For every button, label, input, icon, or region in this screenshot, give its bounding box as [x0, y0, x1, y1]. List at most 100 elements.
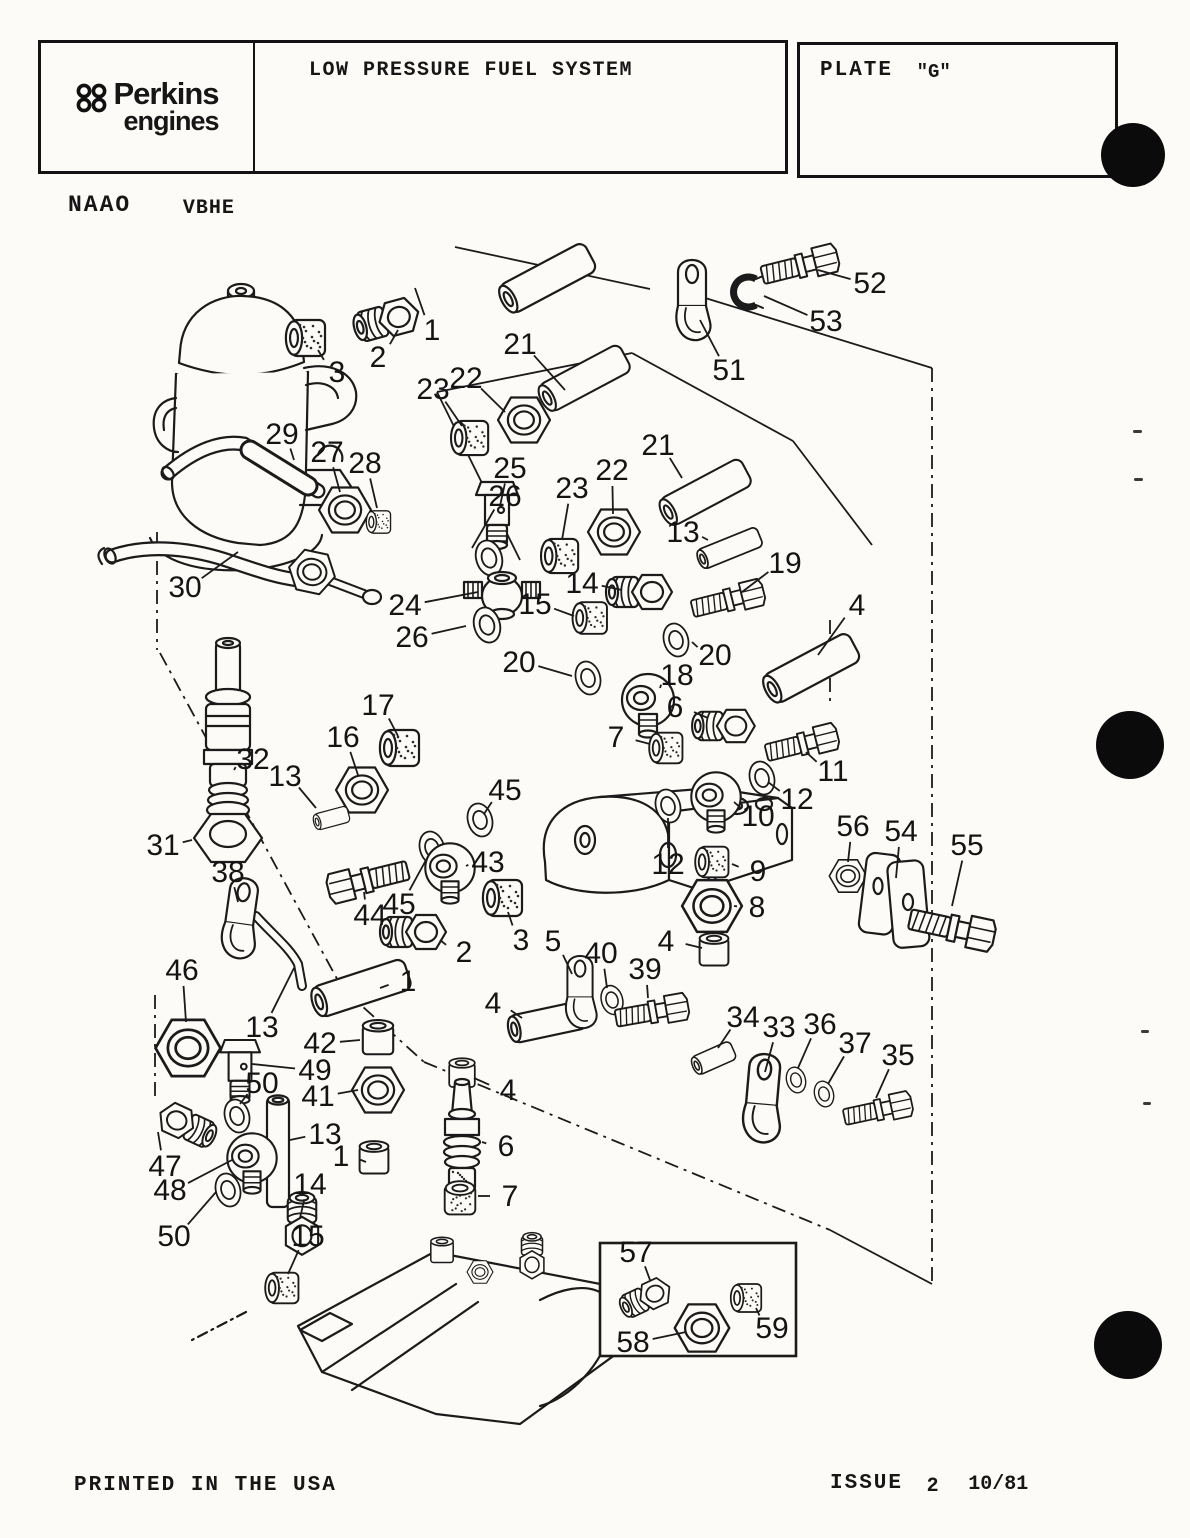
figure-part-20	[574, 660, 602, 696]
figure-part-4	[762, 633, 861, 704]
leader-line-52	[817, 269, 851, 280]
figure-part-3	[284, 318, 327, 358]
callout-42: 42	[303, 1027, 336, 1060]
leader-line-39	[646, 984, 649, 999]
leader-line-1	[360, 1158, 367, 1163]
leader-line-45	[483, 801, 493, 815]
leader-line-21	[668, 457, 683, 479]
fuel-pipe-29-sketch	[160, 435, 326, 499]
punch-hole	[1096, 711, 1164, 779]
figure-part-38	[220, 877, 259, 960]
figure-part-56	[828, 858, 868, 894]
figure-part-40	[600, 984, 624, 1016]
leader-line-22	[611, 485, 614, 515]
callout-25: 25	[493, 452, 526, 485]
leader-line-4	[510, 1009, 523, 1019]
leader-line-13	[289, 1135, 306, 1141]
leader-line-36	[797, 1037, 812, 1069]
figure-part-13	[312, 805, 351, 831]
callout-39: 39	[628, 953, 661, 986]
title-cell: LOW PRESSURE FUEL SYSTEM	[255, 43, 785, 171]
scan-speck	[1141, 1030, 1149, 1033]
boundary-line	[701, 296, 933, 369]
leader-line-23	[561, 503, 570, 541]
callout-1: 1	[333, 1140, 350, 1173]
callout-1: 1	[424, 314, 441, 347]
leader-line-12	[767, 781, 781, 792]
figure-part-7	[648, 731, 684, 765]
callout-22: 22	[595, 454, 628, 487]
figure-part-22	[496, 396, 552, 444]
bent-pipe-13-sketch	[251, 911, 307, 991]
callout-11: 11	[817, 755, 848, 788]
boundary-line	[341, 987, 425, 1063]
leader-line-34	[717, 1028, 732, 1049]
figure-part-51	[675, 258, 712, 342]
figure-part-21	[658, 458, 752, 526]
leader-line-33	[764, 1042, 774, 1073]
fuel-lift-pump-sketch	[148, 282, 358, 572]
callout-12: 12	[780, 783, 813, 816]
figure-part-21	[537, 344, 631, 412]
header-box: Perkins engines LOW PRESSURE FUEL SYSTEM	[38, 40, 788, 174]
figure-part-23	[539, 537, 580, 575]
callout-13: 13	[245, 1011, 278, 1044]
figure-part-26	[472, 606, 502, 644]
callout-21: 21	[503, 328, 536, 361]
callout-4: 4	[500, 1074, 517, 1107]
callout-29: 29	[265, 418, 298, 451]
leader-line-2	[389, 329, 399, 345]
callout-3: 3	[513, 924, 530, 957]
issue-date: 10/81	[968, 1473, 1029, 1496]
code-vbhe: VBHE	[182, 197, 235, 220]
callout-12: 12	[651, 848, 684, 881]
leader-line-49	[251, 1063, 296, 1070]
code-naao: NAAO	[68, 192, 132, 218]
callout-3: 3	[329, 356, 346, 389]
leader-line-24	[424, 591, 479, 604]
figure-part-52	[759, 242, 841, 285]
callout-2: 2	[370, 341, 387, 374]
callout-7: 7	[502, 1180, 519, 1213]
callout-45: 45	[488, 774, 521, 807]
issue-label: ISSUE	[830, 1472, 904, 1495]
figure-part-stud	[519, 1231, 545, 1280]
figure-part-33	[741, 1052, 782, 1144]
plate-box: PLATE "G"	[797, 42, 1118, 178]
leader-line-57	[644, 1265, 651, 1281]
leader-line-58	[652, 1331, 687, 1340]
engine-block-sketch	[190, 1250, 644, 1426]
figure-part-53	[730, 273, 764, 311]
figure-part-57	[618, 1277, 671, 1318]
callout-10: 10	[741, 800, 774, 833]
callout-6: 6	[667, 691, 684, 724]
leader-line-27	[332, 466, 341, 493]
figure-part-55	[907, 908, 997, 953]
figure-part-36	[785, 1066, 807, 1094]
callout-35: 35	[881, 1039, 914, 1072]
leader-line-43	[465, 864, 469, 867]
callout-33: 33	[762, 1011, 795, 1044]
callout-16: 16	[326, 721, 359, 754]
figure-part-2	[352, 296, 420, 343]
figure-part-54	[857, 851, 931, 949]
callout-15: 15	[518, 588, 551, 621]
callout-53: 53	[809, 305, 842, 338]
callout-5: 5	[545, 925, 562, 958]
callout-15: 15	[291, 1220, 324, 1253]
callout-4: 4	[485, 987, 502, 1020]
leader-line-48	[187, 1159, 233, 1184]
leader-line-37	[827, 1055, 845, 1085]
figure-part-49	[219, 1038, 261, 1105]
callout-26: 26	[488, 480, 521, 513]
callout-55: 55	[950, 829, 983, 862]
callout-49: 49	[298, 1054, 331, 1087]
leader-line-14	[601, 584, 623, 591]
figure-part-20	[662, 622, 690, 658]
callout-44: 44	[353, 899, 386, 932]
figure-part-35	[842, 1090, 914, 1126]
callout-13: 13	[268, 760, 301, 793]
leader-line-10	[733, 801, 742, 809]
